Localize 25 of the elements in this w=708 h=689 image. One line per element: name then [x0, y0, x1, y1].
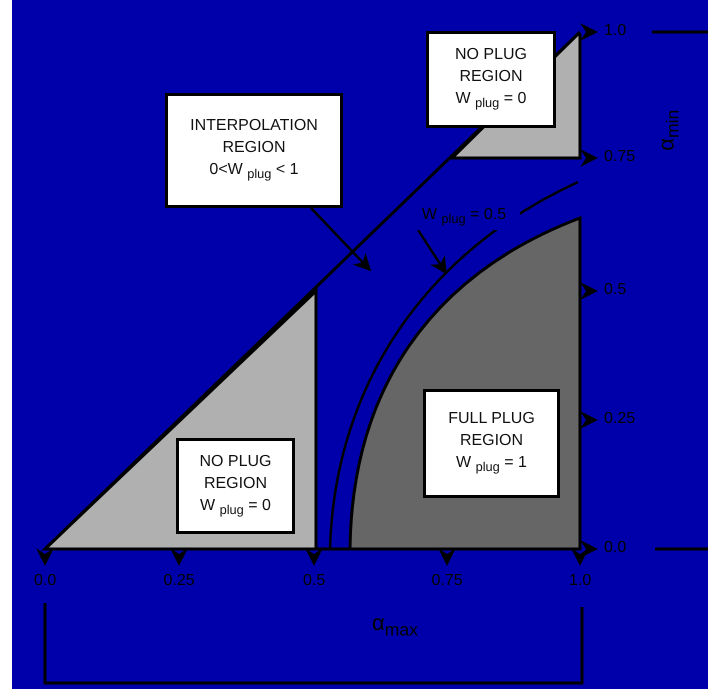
- region-title: NO PLUG REGION: [198, 452, 272, 494]
- tick-label: 0.5: [303, 572, 326, 590]
- region-title: FULL PLUG REGION: [447, 409, 536, 452]
- weight-formula: W $_{plug}$ = 0: [200, 496, 271, 520]
- tick-label: 0.75: [604, 148, 636, 166]
- arrow: [310, 207, 372, 272]
- region-label-box: [176, 438, 295, 534]
- region-title: INTERPOLATION REGION: [189, 116, 319, 158]
- tick-label: 1.0: [569, 572, 592, 590]
- tick-label: 0.0: [604, 539, 626, 557]
- weight-formula: 0<W $_{plug}$ < 1: [209, 160, 299, 184]
- weight-formula: W $_{plug}$ = 0: [456, 89, 526, 113]
- weight-formula: W $_{plug}$ = 1: [456, 453, 527, 477]
- tick-label: 0.0: [34, 572, 56, 590]
- arrow: [416, 229, 448, 274]
- tick-label: 0.5: [604, 281, 626, 299]
- tick-label: 0.25: [604, 410, 636, 428]
- region-label-box: [423, 389, 560, 498]
- region-label-box: [426, 31, 556, 128]
- tick-label: 1.0: [604, 22, 626, 40]
- tick-label: 0.75: [432, 572, 463, 590]
- region-title: NO PLUG REGION: [454, 45, 528, 88]
- axis-title: α$_{max}$: [372, 610, 418, 640]
- tick-label: 0.25: [164, 572, 195, 590]
- region-label-box: [165, 93, 343, 208]
